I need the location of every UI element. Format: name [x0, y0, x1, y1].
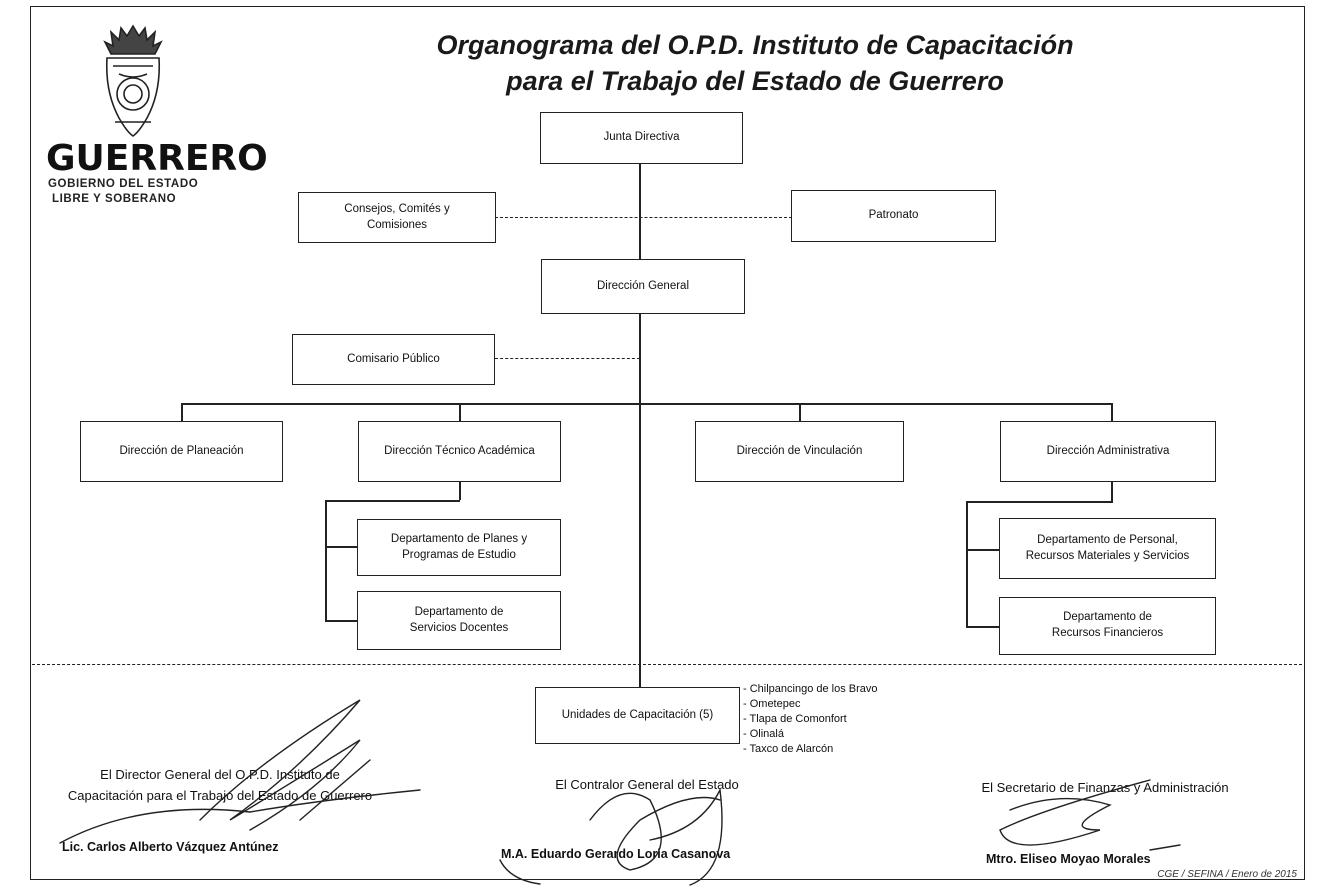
admin-tick-personal: [966, 549, 1000, 551]
box-planes-programas: Departamento de Planes y Programas de Es…: [357, 519, 561, 576]
box-personal-recursos: Departamento de Personal, Recursos Mater…: [999, 518, 1216, 579]
drop-line-tecnico: [459, 403, 461, 422]
logo-subtitle-line1: GOBIERNO DEL ESTADO: [48, 178, 199, 190]
box-consejos: Consejos, Comités y Comisiones: [298, 192, 496, 243]
dash-dot-separator: [32, 664, 1302, 665]
unidades-list: - Chilpancingo de los Bravo - Ometepec -…: [743, 682, 878, 757]
chart-title-line2: para el Trabajo del Estado de Guerrero: [506, 66, 1004, 96]
box-patronato: Patronato: [791, 190, 996, 242]
drop-line-vinculacion: [799, 403, 801, 422]
chart-title-line1: Organograma del O.P.D. Instituto de Capa…: [436, 30, 1074, 60]
list-item: - Tlapa de Comonfort: [743, 713, 847, 725]
contralor-title: El Contralor General del Estado: [555, 777, 739, 792]
box-comisario: Comisario Público: [292, 334, 495, 385]
logo-wordmark: GUERRERO: [46, 138, 268, 179]
box-recursos-financieros: Departamento de Recursos Financieros: [999, 597, 1216, 655]
contralor-name: M.A. Eduardo Gerardo Loria Casanova: [501, 847, 731, 861]
trunk-line-main: [639, 313, 641, 688]
logo-subtitle-line2: LIBRE Y SOBERANO: [52, 193, 177, 205]
list-item: - Taxco de Alarcón: [743, 743, 834, 755]
director-title-line1: El Director General del O.P.D. Instituto…: [100, 767, 340, 782]
trunk-line-top: [639, 163, 641, 260]
secretario-name: Mtro. Eliseo Moyao Morales: [986, 852, 1151, 866]
box-tecnico-academica: Dirección Técnico Académica: [358, 421, 561, 482]
coat-of-arms-icon: [103, 24, 163, 137]
footer-reference: CGE / SEFINA / Enero de 2015: [1157, 869, 1297, 880]
admin-elbow-line: [966, 501, 1113, 503]
box-administrativa: Dirección Administrativa: [1000, 421, 1216, 482]
admin-down-line: [1111, 482, 1113, 501]
tecnico-vertical-line: [325, 500, 327, 621]
box-direccion-general: Dirección General: [541, 259, 745, 314]
admin-vertical-line: [966, 501, 968, 627]
branch-horizontal-line: [181, 403, 1112, 405]
drop-line-planeacion: [181, 403, 183, 422]
admin-tick-financieros: [966, 626, 1000, 628]
list-item: - Chilpancingo de los Bravo: [743, 683, 878, 695]
box-unidades-capacitacion: Unidades de Capacitación (5): [535, 687, 740, 744]
tecnico-elbow-line: [325, 500, 460, 502]
box-servicios-docentes: Departamento de Servicios Docentes: [357, 591, 561, 650]
tecnico-down-line: [459, 482, 461, 500]
director-title: El Director General del O.P.D. Instituto…: [30, 764, 410, 806]
tecnico-tick-planes: [325, 546, 358, 548]
box-vinculacion: Dirección de Vinculación: [695, 421, 904, 482]
director-title-line2: Capacitación para el Trabajo del Estado …: [67, 788, 373, 803]
dashed-consejos-patronato: [495, 217, 792, 218]
tecnico-tick-docentes: [325, 620, 358, 622]
director-name: Lic. Carlos Alberto Vázquez Antúnez: [62, 840, 279, 854]
list-item: - Ometepec: [743, 698, 801, 710]
dashed-comisario: [495, 358, 640, 359]
list-item: - Olinalá: [743, 728, 784, 740]
drop-line-administrativa: [1111, 403, 1113, 422]
box-junta-directiva: Junta Directiva: [540, 112, 743, 164]
secretario-title: El Secretario de Finanzas y Administraci…: [981, 780, 1229, 795]
box-planeacion: Dirección de Planeación: [80, 421, 283, 482]
